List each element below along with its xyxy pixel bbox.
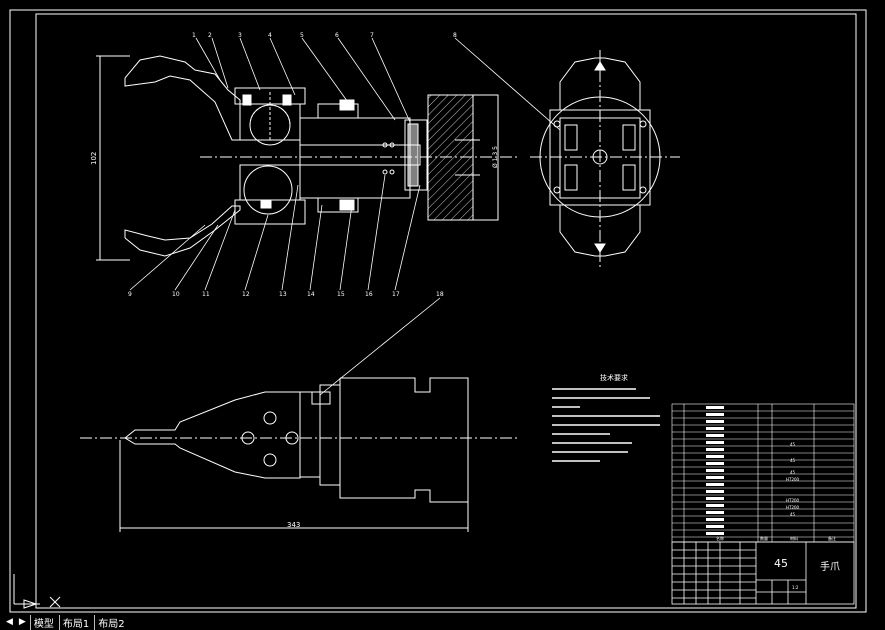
parts-list-header: 名称 数量 材料 备注 (716, 535, 836, 541)
parts-header-name: 名称 (716, 535, 724, 541)
balloon-5: 5 (300, 32, 304, 39)
balloon-leaders (129, 37, 561, 396)
balloon-10: 10 (172, 291, 180, 298)
parts-list-name-glyph (706, 448, 724, 451)
tech-requirements-title: 技术要求 (600, 373, 628, 382)
parts-list-name-glyph (706, 441, 724, 444)
balloon-4: 4 (268, 32, 272, 39)
parts-list-name-glyph (706, 504, 724, 507)
parts-material-3: HT200 (786, 477, 800, 482)
parts-material-2: 45 (790, 458, 796, 463)
parts-list-name-glyph (706, 490, 724, 493)
parts-list-name-glyph (706, 413, 724, 416)
cylinder-body (299, 117, 411, 199)
parts-list (671, 403, 855, 543)
parts-list-name-glyph (706, 476, 724, 479)
balloon-12: 12 (242, 291, 250, 298)
upper-finger (124, 55, 241, 141)
layout-tab-bar: ◀ ▶ 模型 布局1 布局2 (0, 614, 885, 630)
lower-finger (124, 205, 241, 257)
title-block (671, 541, 855, 605)
front-view (96, 55, 520, 261)
parts-list-name-glyph (706, 532, 724, 535)
tab-model[interactable]: 模型 (29, 614, 57, 630)
balloon-18: 18 (436, 291, 444, 298)
inner-frame (35, 13, 857, 609)
balloon-1: 1 (192, 32, 196, 39)
dim-length-bottom: 343 (287, 521, 300, 529)
balloon-6: 6 (335, 32, 339, 39)
title-block-scale: 1:2 (792, 585, 799, 590)
balloon-2: 2 (208, 32, 212, 39)
parts-header-material: 材料 (790, 535, 798, 541)
parts-list-name-glyph (706, 434, 724, 437)
balloon-17: 17 (392, 291, 400, 298)
parts-list-name-glyph (706, 455, 724, 458)
dim-vertical-left: 102 (90, 152, 98, 165)
parts-list-name-glyph (706, 518, 724, 521)
parts-list-name-glyph (706, 420, 724, 423)
balloon-16: 16 (365, 291, 373, 298)
title-block-material: 45 (774, 557, 788, 570)
parts-list-name-glyph (706, 525, 724, 528)
tab-nav-next-icon[interactable]: ▶ (18, 617, 26, 627)
ucs-icon (13, 574, 61, 609)
tab-layout-2[interactable]: 布局2 (94, 614, 127, 630)
parts-list-name-glyph (706, 483, 724, 486)
parts-list-name-glyph (706, 462, 724, 465)
tab-nav-prev-icon[interactable]: ◀ (6, 617, 13, 627)
balloon-3: 3 (238, 32, 242, 39)
balloon-14: 14 (307, 291, 315, 298)
parts-list-name-glyph (706, 497, 724, 500)
parts-material-7: 45 (790, 470, 796, 475)
balloon-13: 13 (279, 291, 287, 298)
balloon-11: 11 (202, 291, 210, 298)
top-view (80, 377, 520, 532)
tab-layout-1[interactable]: 布局1 (58, 614, 92, 630)
parts-material-5: HT200 (786, 505, 800, 510)
parts-list-name-glyph (706, 406, 724, 409)
parts-header-qty: 数量 (760, 535, 768, 541)
parts-list-name-glyph (706, 469, 724, 472)
parts-header-remark: 备注 (828, 535, 836, 541)
lower-pivot (243, 165, 293, 215)
parts-material-4: HT200 (786, 498, 800, 503)
balloon-7: 7 (370, 32, 374, 39)
tech-requirements: 技术要求 (552, 373, 660, 462)
parts-list-name-glyph (706, 511, 724, 514)
balloon-9: 9 (128, 291, 132, 298)
title-block-part-name: 手爪 (820, 560, 840, 573)
outer-frame (9, 9, 867, 613)
parts-list-name-glyph (706, 427, 724, 430)
parts-material-6: 45 (790, 512, 796, 517)
balloon-15: 15 (337, 291, 345, 298)
parts-material-1: 45 (790, 442, 796, 447)
balloon-8: 8 (453, 32, 457, 39)
parts-materials: 45 45 HT200 HT200 HT200 45 45 (786, 442, 800, 517)
dim-diameter: Ø 1 3 5 (492, 146, 499, 168)
side-view (530, 50, 680, 268)
